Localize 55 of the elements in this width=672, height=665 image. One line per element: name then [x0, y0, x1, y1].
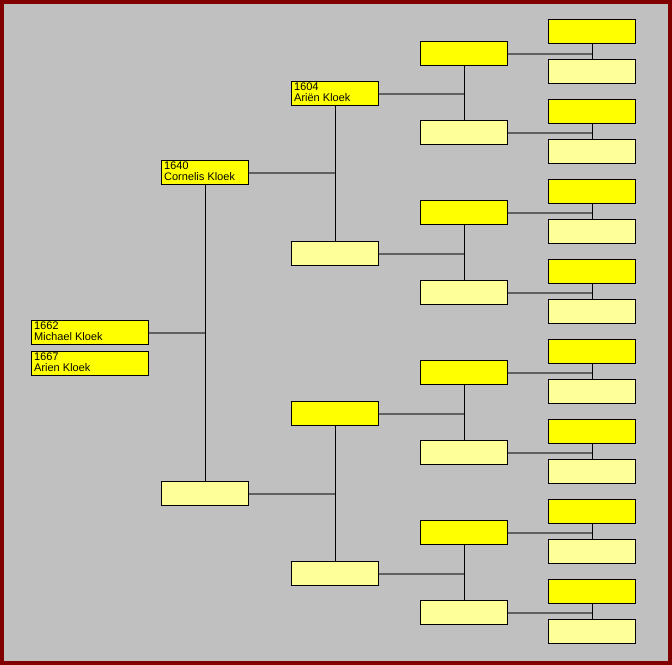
- person-box: [420, 120, 508, 145]
- person-box: [291, 81, 379, 106]
- person-box: [420, 280, 508, 305]
- person-box: [548, 139, 636, 164]
- person-box: [548, 619, 636, 644]
- connector-line: [148, 332, 206, 482]
- person-box: [420, 360, 508, 385]
- person-box: [548, 219, 636, 244]
- person-box: [420, 520, 508, 545]
- person-box: [291, 401, 379, 426]
- person-box: [548, 179, 636, 204]
- person-box: [548, 339, 636, 364]
- connector-line: [378, 254, 465, 280]
- person-box: [548, 19, 636, 44]
- person-box: [548, 419, 636, 444]
- connector-line: [508, 532, 593, 540]
- year-text: 1662: [34, 321, 60, 332]
- person-box: [420, 600, 508, 625]
- connector-line: [378, 414, 465, 440]
- year-text: 1667: [34, 352, 60, 363]
- person-box: [31, 351, 149, 376]
- person-box: [548, 59, 636, 84]
- connector-line: [508, 212, 593, 220]
- person-box: [548, 499, 636, 524]
- connector-line: [248, 172, 336, 242]
- person-box: [161, 481, 249, 506]
- connector-line: [378, 94, 465, 120]
- person-box: [291, 241, 379, 266]
- person-box: [548, 459, 636, 484]
- person-box: [291, 561, 379, 586]
- year-text: 1604: [294, 82, 320, 93]
- person-box: [161, 160, 249, 185]
- connector-line: [248, 494, 336, 562]
- connector-line: [378, 574, 465, 600]
- connector-line: [508, 452, 593, 460]
- person-box: [548, 99, 636, 124]
- person-box: [548, 539, 636, 564]
- connector-line: [508, 612, 593, 620]
- person-box: [548, 259, 636, 284]
- year-text: 1640: [164, 161, 190, 172]
- connector-line: [508, 292, 593, 300]
- connector-line: [508, 54, 593, 60]
- name-text: Cornelis Kloek: [164, 172, 236, 183]
- connector-line: [508, 132, 593, 140]
- person-box: [31, 320, 149, 345]
- name-text: Ariën Kloek: [294, 93, 352, 104]
- name-text: Arien Kloek: [34, 363, 92, 374]
- person-box: [548, 579, 636, 604]
- person-box: [548, 379, 636, 404]
- person-box: [420, 200, 508, 225]
- connector-line: [508, 372, 593, 380]
- person-box: [420, 440, 508, 465]
- name-text: Michael Kloek: [34, 332, 104, 343]
- person-box: [420, 41, 508, 66]
- person-box: [548, 299, 636, 324]
